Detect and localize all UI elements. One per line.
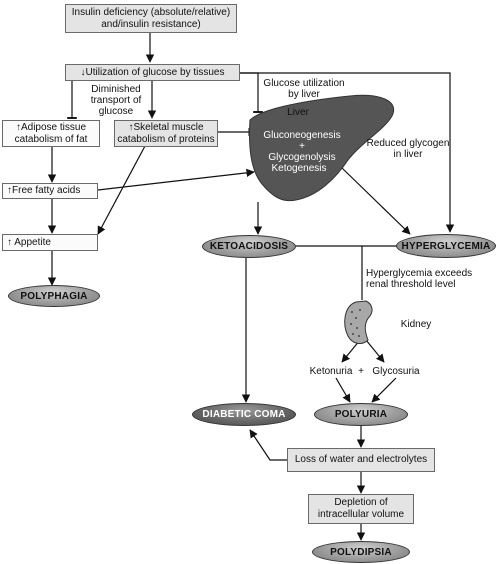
ketoacidosis-label: KETOACIDOSIS [209,241,289,252]
insulin-deficiency-line-2: and/insulin resistance) [101,18,201,30]
free-fatty-acids-box: ↑Free fatty acids [2,183,98,199]
utilization-label: ↓Utilization of glucose by tissues [80,66,225,78]
adipose-box: ↑Adipose tissue catabolism of fat [2,120,100,147]
muscle-line-2: catabolism of proteins [117,133,215,145]
edge-liver-hyperglycemia [341,167,411,235]
liver-shape [249,94,395,202]
loss-of-water-label: Loss of water and electrolytes [294,454,428,465]
edge-muscle-appetite [97,145,146,235]
hyperglycemia-node: HYPERGLYCEMIA [396,234,496,258]
muscle-line-1: ↑Skeletal muscle [128,121,204,133]
edge-kidney-glycosuria [365,339,385,363]
utilization-box: ↓Utilization of glucose by tissues [65,64,240,81]
diminished-line-3: glucose [98,106,134,117]
liver-process-ketogenesis: Ketogenesis [271,163,327,174]
glycosuria-label: Glycosuria [372,366,420,377]
liver-processes: Gluconeogenesis + Glycogenolysis Ketogen… [252,130,352,174]
free-fatty-acids-label: ↑Free fatty acids [7,185,81,196]
kidney-shape [344,300,373,344]
edge-glycosuria-polyuria [371,377,397,403]
polyuria-label: POLYURIA [334,409,388,420]
liver-process-glycogenolysis: Glycogenolysis [268,152,336,163]
liver-label: Liver [287,107,309,118]
diminished-line-1: Diminished [91,84,141,95]
polydipsia-node: POLYDIPSIA [312,541,410,563]
reduced-glycogen-label: Reduced glycogen in liver [362,138,454,160]
loss-of-water-box: Loss of water and electrolytes [287,448,435,472]
glucose-utilization-liver-label: Glucose utilization by liver [252,78,356,100]
renal-threshold-line-1: Hyperglycemia exceeds [366,268,473,279]
glucose-util-line-1: Glucose utilization [263,78,345,89]
skeletal-muscle-box: ↑Skeletal muscle catabolism of proteins [114,120,218,147]
kidney-texture [350,309,361,337]
hyperglycemia-label: HYPERGLYCEMIA [401,240,491,252]
edge-utilization-hyperglycemia [240,72,455,233]
polydipsia-label: POLYDIPSIA [330,546,392,558]
diminished-transport-label: Diminished transport of glucose [80,84,152,117]
diabetic-coma-node: DIABETIC COMA [192,403,296,426]
appetite-label: ↑ Appetite [7,236,51,248]
reduced-glycogen-line-1: Reduced glycogen [366,138,450,149]
depletion-line-2: intracellular volume [317,509,405,520]
polyphagia-label: POLYPHAGIA [20,290,88,302]
insulin-deficiency-line-1: Insulin deficiency (absolute/relative) [71,6,231,18]
adipose-line-1: ↑Adipose tissue [15,121,87,133]
insulin-deficiency-box: Insulin deficiency (absolute/relative) a… [65,4,237,33]
diminished-line-2: transport of [90,95,142,106]
polyuria-node: POLYURIA [314,403,408,426]
edge-ketoacidosis-kidney [296,245,363,300]
polyphagia-node: POLYPHAGIA [8,285,100,307]
renal-threshold-line-2: renal threshold level [366,279,456,290]
kidney-label: Kidney [400,319,432,330]
ketoacidosis-node: KETOACIDOSIS [202,235,296,258]
reduced-glycogen-line-2: in liver [393,149,423,160]
edge-ffa-liver [97,168,255,191]
depletion-line-1: Depletion of [334,497,388,508]
plus-sign: + [358,366,364,377]
glucose-util-line-2: by liver [288,89,320,100]
renal-threshold-label: Hyperglycemia exceeds renal threshold le… [366,268,486,290]
adipose-line-2: catabolism of fat [14,133,88,145]
edge-ketonuria-polyuria [335,377,351,403]
ketonuria-label: Ketonuria [309,366,353,377]
diabetic-coma-label: DIABETIC COMA [202,409,286,420]
depletion-box: Depletion of intracellular volume [308,494,414,524]
liver-process-plus: + [299,141,305,152]
appetite-box: ↑ Appetite [2,234,98,251]
liver-process-gluconeogenesis: Gluconeogenesis [263,130,341,141]
edge-loss-coma [249,429,287,461]
